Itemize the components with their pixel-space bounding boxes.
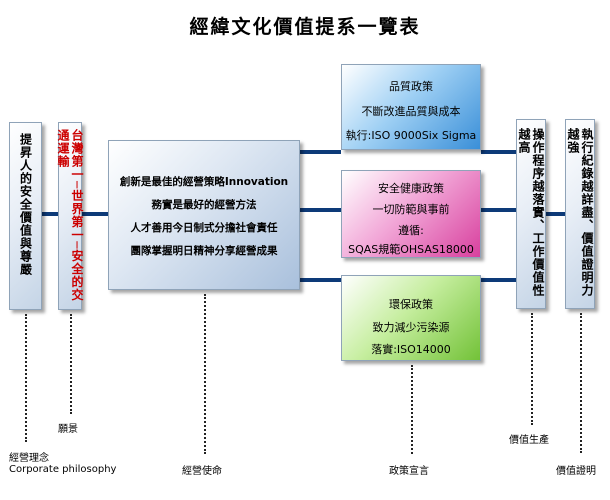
- vision-separator-2: ─: [70, 241, 84, 250]
- connector-mission-environment: [300, 278, 341, 282]
- vision-label: 願景: [58, 424, 78, 435]
- value-production-text: 操作程序越落實、工作價值性越高: [517, 128, 545, 297]
- value-proof-box: 執行紀錄越詳盡、價值證明力越強: [565, 119, 595, 309]
- policy-leader: [411, 365, 413, 454]
- mission-line-3: 人才善用今日制式分擔社會責任: [130, 222, 278, 234]
- connector-mission-quality: [300, 150, 341, 154]
- environment-policy-box: 環保政策 致力減少污染源 落實:ISO14000: [341, 275, 481, 361]
- mission-leader: [204, 294, 206, 454]
- environment-policy-title: 環保政策: [389, 298, 433, 311]
- mission-line-4: 團隊掌握明日精神分享經營成果: [130, 245, 278, 257]
- vision-leader: [70, 314, 72, 414]
- mission-box: 創新是最佳的經營策略Innovation 務實是最好的經營方法 人才善用今日制式…: [108, 140, 300, 290]
- connector-philosophy-vision: [42, 212, 58, 216]
- mission-line-2: 務實是最好的經營方法: [151, 199, 257, 211]
- environment-policy-line-2: 落實:ISO14000: [371, 343, 451, 356]
- mission-label: 經營使命: [182, 466, 222, 477]
- vision-text: 台灣第一─世界第一─安全的交通運輸: [56, 129, 84, 309]
- quality-policy-line-1: 不斷改進品質與成本: [361, 105, 461, 118]
- vision-separator-1: ─: [70, 181, 84, 190]
- page-title: 經緯文化價值提系一覽表: [189, 16, 421, 38]
- philosophy-label-zh: 經營理念: [9, 453, 49, 464]
- safety-policy-title: 安全健康政策: [378, 182, 444, 195]
- connector-safety-production: [481, 208, 516, 212]
- connector-production-proof: [546, 212, 565, 216]
- vision-line-1: 台灣第一: [70, 129, 84, 181]
- quality-policy-title: 品質政策: [389, 80, 433, 93]
- vision-box: 台灣第一─世界第一─安全的交通運輸: [56, 122, 84, 310]
- value-production-label: 價值生產: [509, 435, 549, 446]
- environment-policy-line-1: 致力減少污染源: [372, 321, 450, 334]
- connector-quality-production: [481, 150, 516, 154]
- quality-policy-line-2: 執行:ISO 9000Six Sigma: [345, 129, 477, 142]
- policy-label: 政策宣言: [389, 466, 429, 477]
- philosophy-label-en: Corporate philosophy: [9, 464, 117, 475]
- value-production-box: 操作程序越落實、工作價值性越高: [516, 119, 546, 309]
- philosophy-text: 提昇人的安全價值與尊嚴: [18, 133, 33, 276]
- safety-policy-line-3: SQAS規範OHSAS18000: [348, 243, 474, 256]
- philosophy-box: 提昇人的安全價值與尊嚴: [9, 122, 42, 310]
- value-proof-label: 價值證明: [556, 466, 596, 477]
- safety-policy-box: 安全健康政策 一切防範與事前 遵循: SQAS規範OHSAS18000: [341, 170, 481, 258]
- mission-line-1: 創新是最佳的經營策略Innovation: [119, 176, 289, 188]
- safety-policy-line-2: 遵循:: [398, 224, 424, 237]
- vision-line-2: 世界第一: [70, 189, 84, 242]
- value-production-leader: [531, 313, 533, 425]
- connector-vision-mission: [82, 212, 108, 216]
- quality-policy-box: 品質政策 不斷改進品質與成本 執行:ISO 9000Six Sigma: [341, 64, 481, 150]
- philosophy-leader: [25, 314, 27, 442]
- vision-line-3: 安全的交通運輸: [56, 129, 84, 302]
- connector-environment-production: [481, 278, 516, 282]
- connector-mission-safety: [300, 208, 341, 212]
- value-proof-leader: [580, 313, 582, 453]
- safety-policy-line-1: 一切防範與事前: [372, 203, 450, 216]
- value-proof-text: 執行紀錄越詳盡、價值證明力越強: [566, 128, 594, 297]
